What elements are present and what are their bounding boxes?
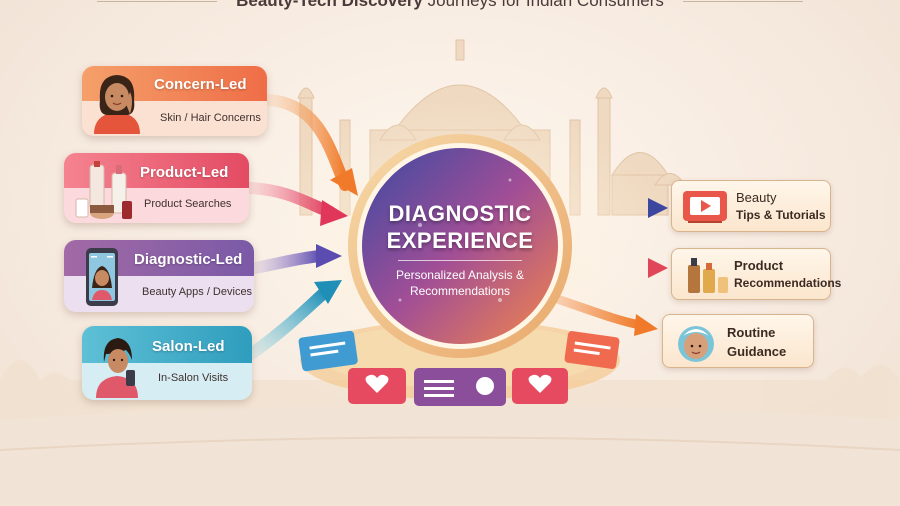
hub-title: DIAGNOSTIC EXPERIENCE (355, 200, 565, 254)
journey-label: Concern-Led (154, 76, 247, 93)
journey-sub: In-Salon Visits (158, 372, 229, 384)
journey-label: Product-Led (140, 164, 229, 181)
journey-label: Salon-Led (152, 338, 225, 355)
outcome-line2: Guidance (727, 344, 787, 359)
hub-title-line1: DIAGNOSTIC (388, 201, 532, 226)
hub-subtitle: Personalized Analysis & Recommendations (365, 267, 555, 299)
outcome-card-product-recommendations: Product Recommendations (671, 248, 841, 300)
inbound-arrows (244, 94, 358, 361)
hub-divider (398, 260, 522, 261)
face-towel-icon (678, 326, 714, 362)
skincare-bottles-icon (75, 161, 132, 219)
outcome-line1: Product (734, 258, 784, 273)
outcome-line1: Beauty (736, 190, 777, 205)
woman-with-phone-icon (96, 338, 138, 398)
product-bottles-icon (688, 258, 728, 293)
outbound-arrows (555, 198, 668, 336)
video-play-icon (683, 191, 727, 223)
outcome-line2: Recommendations (734, 276, 842, 290)
hub-circle (348, 134, 572, 358)
hub-title-line2: EXPERIENCE (386, 228, 534, 253)
journey-sub: Skin / Hair Concerns (160, 112, 261, 124)
journey-sub: Beauty Apps / Devices (142, 286, 253, 298)
outcome-card-beauty-tips: Beauty Tips & Tutorials (671, 180, 831, 232)
heart-icon (365, 374, 389, 393)
hub-subtitle-line1: Personalized Analysis & (395, 268, 525, 282)
hub-subtitle-line2: Recommendations (409, 284, 511, 298)
page-title: Beauty-Tech Discovery Journeys for India… (0, 0, 900, 11)
journey-label: Diagnostic-Led (134, 251, 243, 268)
outcome-line1: Routine (727, 325, 776, 340)
outcome-card-routine-guidance: Routine Guidance (662, 314, 814, 368)
phone-face-scan-icon (86, 248, 118, 306)
outcome-line2: Tips & Tutorials (736, 208, 826, 222)
title-bold: Beauty-Tech Discovery (236, 0, 423, 10)
title-rest: Journeys for Indian Consumers (427, 0, 664, 10)
floating-ui-cards (298, 330, 620, 406)
journey-card-product-led: Product-Led Product Searches (64, 153, 249, 223)
woman-touching-face-icon (94, 75, 140, 134)
journey-card-salon-led: Salon-Led In-Salon Visits (82, 326, 252, 400)
journey-card-concern-led: Concern-Led Skin / Hair Concerns (82, 66, 267, 136)
ground-wave (0, 405, 900, 506)
journey-sub: Product Searches (144, 198, 232, 210)
journey-card-diagnostic-led: Diagnostic-Led Beauty Apps / Devices (64, 240, 254, 312)
